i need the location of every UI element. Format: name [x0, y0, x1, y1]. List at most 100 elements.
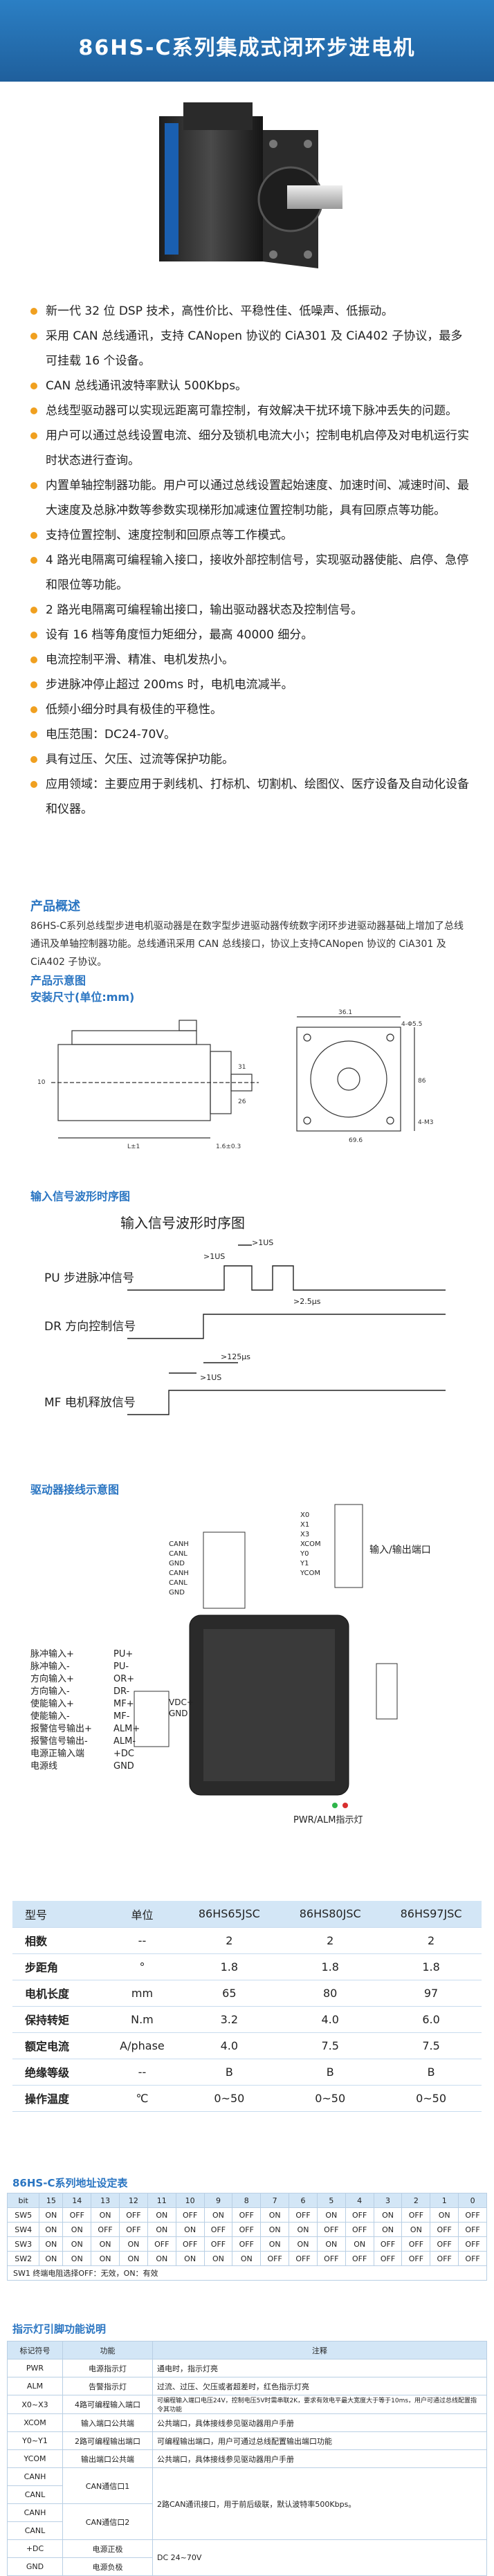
- table-cell: ON: [91, 2236, 120, 2252]
- table-header: 4: [345, 2193, 374, 2208]
- table-cell: ON: [232, 2251, 262, 2266]
- can-pin: CANH: [169, 1570, 189, 1577]
- table-header: 86HS65JSC: [179, 1901, 280, 1928]
- table-header: 1: [430, 2193, 459, 2208]
- table-cell: 3.2: [179, 2006, 280, 2033]
- table-cell: 7.5: [381, 2032, 482, 2059]
- feature-item: 设有 16 档等角度恒力矩细分，最高 40000 细分。: [30, 623, 473, 647]
- table-cell: 告警指示灯: [62, 2377, 153, 2395]
- table-header: 14: [62, 2193, 92, 2208]
- feature-item: 低频小细分时具有极佳的平稳性。: [30, 697, 473, 722]
- table-cell: B: [280, 2059, 381, 2086]
- table-cell: 1.8: [179, 1953, 280, 1980]
- table-cell: OFF: [62, 2207, 92, 2223]
- table-row: 电机长度 mm 65 80 97: [12, 1980, 482, 2007]
- table-cell: 绝缘等级: [12, 2059, 106, 2086]
- table-cell: OFF: [175, 2236, 205, 2252]
- table-cell: OFF: [430, 2222, 459, 2237]
- table-cell: ON: [147, 2251, 176, 2266]
- left-pin-cn: 脉冲输入+: [30, 1648, 74, 1659]
- io-pin: Y0: [300, 1550, 309, 1558]
- table-cell: OFF: [401, 2251, 431, 2266]
- table-cell: OFF: [401, 2236, 431, 2252]
- feature-item: 应用领域：主要应用于剥线机、打标机、切割机、绘图仪、医疗设备及自动化设备和仪器。: [30, 772, 473, 822]
- table-cell: OFF: [458, 2236, 487, 2252]
- table-cell: 0~50: [179, 2085, 280, 2112]
- timing-t4: >125μs: [221, 1352, 250, 1361]
- table-header-row: 型号 单位 86HS65JSC 86HS80JSC 86HS97JSC: [12, 1901, 482, 1928]
- table-header: 13: [91, 2193, 120, 2208]
- left-pin-en: ALM-: [113, 1736, 136, 1747]
- table-row: SW3 ON ON ON ON OFF OFF OFF OFF ON ON ON…: [6, 2236, 487, 2252]
- feature-item: 电流控制平滑、精准、电机发热小。: [30, 647, 473, 672]
- table-row: Y0~Y1 2路可编程输出端口 可编程输出端口，用户可通过总线配置输出端口功能: [7, 2431, 487, 2450]
- timing-t2: >1US: [203, 1252, 225, 1261]
- timing-chart-title: 输入信号波形时序图: [120, 1215, 245, 1231]
- table-cell: ON: [62, 2222, 92, 2237]
- table-cell: 97: [381, 1980, 482, 2007]
- table-row: SW2 ON ON ON ON ON ON ON ON OFF OFF OFF …: [6, 2251, 487, 2266]
- io-pin: X3: [300, 1531, 309, 1538]
- dim-label: 26: [238, 1098, 246, 1105]
- table-row: XCOM 输入端口公共端 公共端口，具体接线参见驱动器用户手册: [7, 2413, 487, 2432]
- table-cell: ON: [345, 2236, 374, 2252]
- io-pin: X0: [300, 1511, 309, 1519]
- table-cell: 电源负极: [62, 2557, 153, 2576]
- table-cell: 公共端口，具体接线参见驱动器用户手册: [152, 2413, 487, 2432]
- table-cell: 操作温度: [12, 2085, 106, 2112]
- table-header: 6: [289, 2193, 318, 2208]
- left-pin-en: MF-: [113, 1711, 130, 1722]
- table-cell: ON: [260, 2236, 290, 2252]
- table-cell: 2: [280, 1927, 381, 1954]
- header-banner: 86HS-C系列集成式闭环步进电机: [0, 0, 494, 82]
- table-header-row: 标记符号 功能 注释: [7, 2341, 487, 2359]
- table-cell: ON: [91, 2251, 120, 2266]
- io-pin: XCOM: [300, 1540, 321, 1548]
- table-cell: ALM: [7, 2377, 63, 2395]
- motor-product-image: [159, 102, 342, 268]
- dimension-drawing: 36.1 86 31 4-Φ5.5 69.6 4-M3 26 10 L±1 1.…: [37, 1009, 433, 1150]
- table-cell: ON: [39, 2207, 64, 2223]
- table-cell: Y0~Y1: [7, 2431, 63, 2450]
- table-cell: OFF: [260, 2251, 290, 2266]
- dim-label: 10: [37, 1079, 46, 1086]
- table-cell: GND: [7, 2557, 63, 2576]
- table-cell: ON: [203, 2207, 233, 2223]
- table-row: 保持转矩 N.m 3.2 4.0 6.0: [12, 2006, 482, 2033]
- table-cell: ON: [260, 2207, 290, 2223]
- left-pin-cn: 脉冲输入-: [30, 1661, 70, 1672]
- address-setting-table: bit 15 14 13 12 11 10 9 8 7 6 5 4 3 2 1 …: [6, 2193, 487, 2281]
- table-cell: SW5: [6, 2207, 40, 2223]
- table-header: 单位: [105, 1901, 179, 1928]
- table-cell: 输入端口公共端: [62, 2413, 153, 2432]
- left-pin-en: PU+: [113, 1649, 133, 1659]
- can-pin: CANL: [169, 1579, 187, 1587]
- table-cell: B: [381, 2059, 482, 2086]
- dr-label: DR 方向控制信号: [44, 1320, 136, 1334]
- table-row: CANH CAN通信口1 2路CAN通讯接口，用于前后级联，默认波特率500Kb…: [7, 2467, 487, 2540]
- table-cell: OFF: [316, 2251, 346, 2266]
- table-header: 2: [401, 2193, 431, 2208]
- dim-label: 4-Φ5.5: [401, 1021, 422, 1028]
- left-pin-cn: 方向输入-: [30, 1686, 70, 1697]
- table-cell: ON: [260, 2222, 290, 2237]
- table-cell: 4.0: [179, 2032, 280, 2059]
- table-cell: ON: [316, 2207, 346, 2223]
- table-header: bit: [6, 2193, 40, 2208]
- table-cell: OFF: [232, 2222, 262, 2237]
- table-row: 绝缘等级 -- B B B: [12, 2059, 482, 2086]
- table-cell: 4.0: [280, 2006, 381, 2033]
- table-cell: ON: [39, 2222, 64, 2237]
- can-pin: GND: [169, 1589, 185, 1597]
- feature-item: 具有过压、欠压、过流等保护功能。: [30, 747, 473, 772]
- table-row: PWR 电源指示灯 通电时，指示灯亮: [7, 2359, 487, 2377]
- table-cell: 电源正极: [62, 2539, 153, 2558]
- table-cell: mm: [105, 1980, 179, 2007]
- table-cell: ON: [39, 2236, 64, 2252]
- table-cell: SW3: [6, 2236, 40, 2252]
- overview-text: 86HS-C系列总线型步进电机驱动器是在数字型步进驱动器传统数字闭环步进驱动器基…: [30, 921, 464, 968]
- table-cell: SW4: [6, 2222, 40, 2237]
- table-cell: 额定电流: [12, 2032, 106, 2059]
- dim-label: 1.6±0.3: [216, 1143, 241, 1150]
- left-pin-cn: 使能输入+: [30, 1698, 74, 1709]
